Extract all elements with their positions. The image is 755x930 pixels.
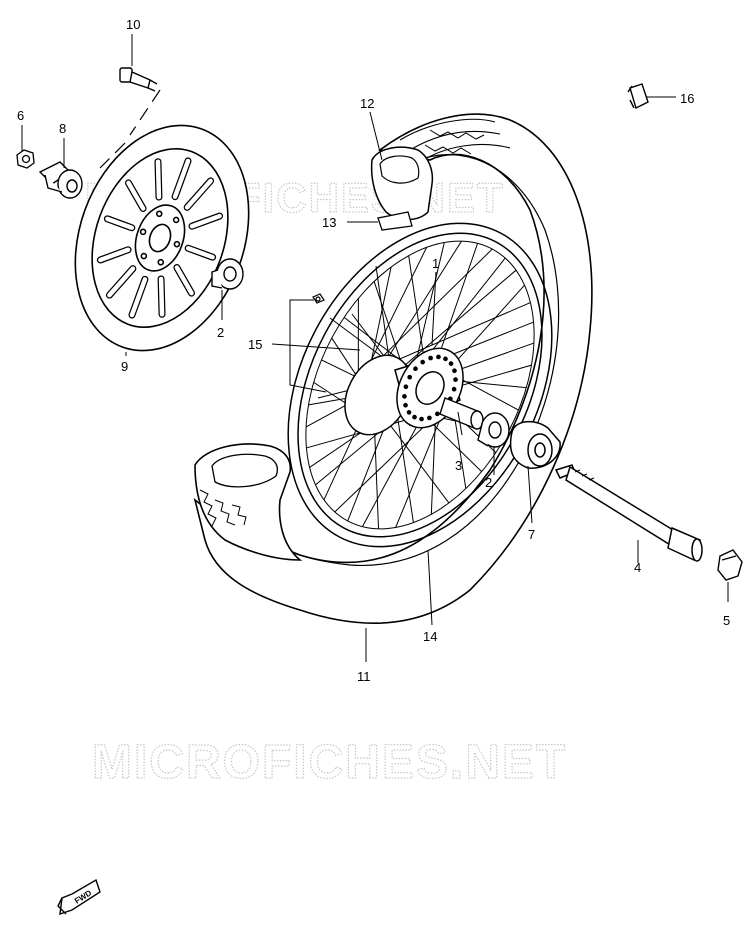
part-12-rim-band xyxy=(370,146,434,221)
disc-bolt-hole xyxy=(140,252,148,260)
callout-6: 6 xyxy=(17,108,24,123)
spoke xyxy=(392,269,517,377)
callout-14: 14 xyxy=(423,629,437,644)
spoke xyxy=(395,403,447,528)
hub-hole xyxy=(412,414,417,420)
callout-7: 7 xyxy=(528,527,535,542)
hub-hole xyxy=(406,410,412,415)
disc-bolt-hole xyxy=(172,216,180,224)
spoke xyxy=(408,255,425,362)
callout-11: 11 xyxy=(357,669,371,684)
callout-labels: 10 6 8 2 9 12 13 16 1 15 3 2 7 4 5 14 11 xyxy=(17,17,730,684)
hub-hole xyxy=(407,374,413,380)
part-15-spoke-nipple xyxy=(312,293,325,304)
part-7-collar xyxy=(509,420,561,469)
callout-15: 15 xyxy=(248,337,262,352)
hub-hole xyxy=(403,402,408,408)
disc-bolt-hole xyxy=(139,228,147,236)
callout-9: 9 xyxy=(121,359,128,374)
callout-4: 4 xyxy=(634,560,641,575)
disc-slot xyxy=(105,216,135,230)
callout-2-left: 2 xyxy=(217,325,224,340)
disc-slot xyxy=(155,159,162,200)
part-10-bolt xyxy=(119,67,158,92)
disc-slot xyxy=(98,247,131,263)
hub-hole xyxy=(448,361,454,366)
spoke xyxy=(436,243,479,362)
spoke xyxy=(395,406,414,523)
hub-spoke-holes xyxy=(402,354,458,422)
hub-hole xyxy=(451,386,457,392)
hub-hole xyxy=(419,416,424,422)
disc-holes xyxy=(139,210,181,266)
spoke xyxy=(361,414,424,527)
leader-lines xyxy=(21,34,729,662)
spoke xyxy=(347,419,389,522)
part-13-valve xyxy=(377,211,413,231)
spoke xyxy=(368,248,493,371)
part-9-brake-disc xyxy=(74,124,250,352)
hub-hole xyxy=(428,355,433,361)
part-2-bearing-left xyxy=(211,258,244,290)
hub-hole xyxy=(402,394,407,399)
callout-5: 5 xyxy=(723,613,730,628)
hub-hole xyxy=(453,377,458,382)
disc-bolt-hole xyxy=(157,258,165,266)
spoke xyxy=(446,284,525,373)
watermark-bottom: MICROFICHES.NET xyxy=(92,736,567,789)
part-4-axle xyxy=(554,464,703,562)
disc-slot xyxy=(184,178,213,210)
tire-cut-section xyxy=(194,443,303,561)
disc-slot xyxy=(158,276,165,317)
hub-hole xyxy=(436,354,441,360)
callout-12: 12 xyxy=(360,96,374,111)
hub-hole xyxy=(427,415,432,421)
spoke xyxy=(449,364,532,390)
part-6-nut xyxy=(16,149,35,169)
disc-slot xyxy=(129,277,148,318)
disc-slot xyxy=(126,180,146,211)
callout-13: 13 xyxy=(322,215,336,230)
part-16-valve-cap xyxy=(627,83,649,109)
hub-hole xyxy=(420,359,426,365)
disc-bolt-hole xyxy=(155,210,163,218)
callout-3: 3 xyxy=(455,458,462,473)
spoke xyxy=(386,420,450,504)
spoke xyxy=(368,266,392,370)
hub-hole xyxy=(443,356,448,362)
callout-8: 8 xyxy=(59,121,66,136)
spoke xyxy=(380,302,531,368)
disc-slot xyxy=(189,213,222,229)
part-8-spacer xyxy=(38,161,83,199)
disc-slot xyxy=(107,266,136,298)
hub-hole xyxy=(413,366,418,372)
spoke xyxy=(422,257,506,362)
callout-16: 16 xyxy=(680,91,694,106)
part-1-hub xyxy=(344,347,464,436)
part-5-axle-nut xyxy=(717,549,743,581)
callout-1: 1 xyxy=(432,256,439,271)
leader-bolt-to-disc xyxy=(99,89,161,169)
hub-hole xyxy=(434,411,440,417)
disc-slot xyxy=(185,246,215,260)
fwd-arrow: FWD xyxy=(57,878,101,916)
part-3-axle-spacer xyxy=(439,397,484,430)
disc-bolt-hole xyxy=(173,240,181,248)
part-2-bearing-right xyxy=(477,412,510,448)
disc-slots xyxy=(96,157,224,319)
callout-10: 10 xyxy=(126,17,140,32)
spoke xyxy=(430,414,437,515)
spoke xyxy=(373,422,380,529)
spoke xyxy=(381,240,462,368)
disc-slot xyxy=(174,265,194,296)
callout-2-right: 2 xyxy=(485,475,492,490)
hub-hole xyxy=(403,384,409,390)
spoke xyxy=(334,414,438,513)
hub-hole xyxy=(452,368,457,374)
disc-slot xyxy=(172,158,191,199)
